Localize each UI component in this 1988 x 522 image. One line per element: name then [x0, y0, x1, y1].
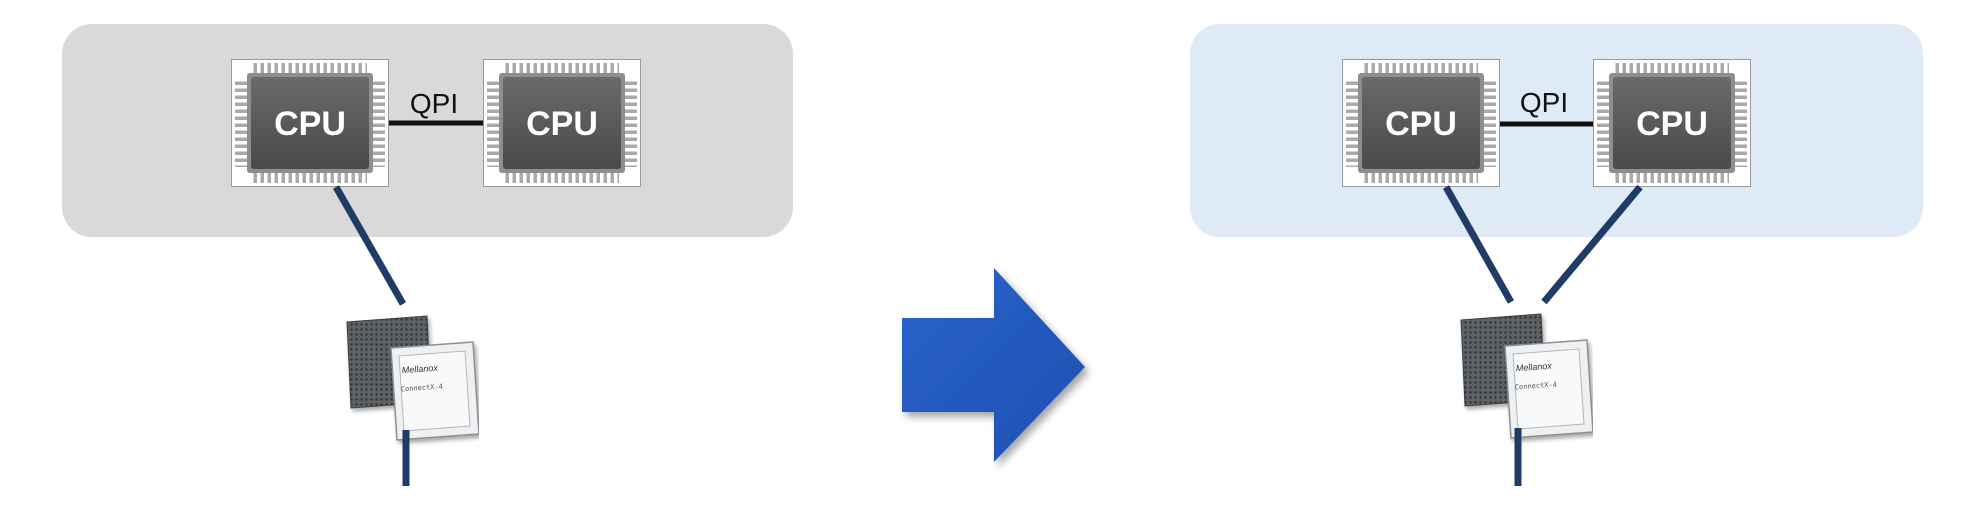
before-host-panel	[62, 24, 793, 237]
adapter-brand: Mellanox	[401, 363, 438, 376]
pcie-link	[332, 185, 407, 306]
network-adapter-chip: Mellanox ConnectX-4	[347, 316, 479, 440]
cpu-chip-left: CPU	[1342, 59, 1500, 187]
adapter-model: ConnectX-4	[401, 383, 444, 394]
cpu-chip-left: CPU	[231, 59, 389, 187]
cpu-label: CPU	[1636, 105, 1708, 143]
qpi-label: QPI	[1520, 87, 1568, 118]
transition-arrow	[902, 268, 1085, 462]
after-host-panel	[1190, 24, 1923, 237]
adapter-model: ConnectX-4	[1515, 381, 1558, 392]
after-configuration: QPI CPU CPU Mellanox ConnectX-4	[1190, 24, 1923, 486]
network-adapter-chip: Mellanox ConnectX-4	[1461, 314, 1593, 438]
cpu-label: CPU	[274, 105, 346, 143]
cpu-chip-right: CPU	[1593, 59, 1751, 187]
cpu-chip-right: CPU	[483, 59, 641, 187]
pcie-link-left	[1442, 185, 1515, 304]
pcie-link-right	[1541, 184, 1643, 305]
before-configuration: QPI CPU CPU Mellanox ConnectX-4	[62, 24, 793, 486]
qpi-label: QPI	[410, 88, 458, 119]
cpu-label: CPU	[1385, 105, 1457, 143]
cpu-label: CPU	[526, 105, 598, 143]
adapter-brand: Mellanox	[1515, 361, 1552, 374]
